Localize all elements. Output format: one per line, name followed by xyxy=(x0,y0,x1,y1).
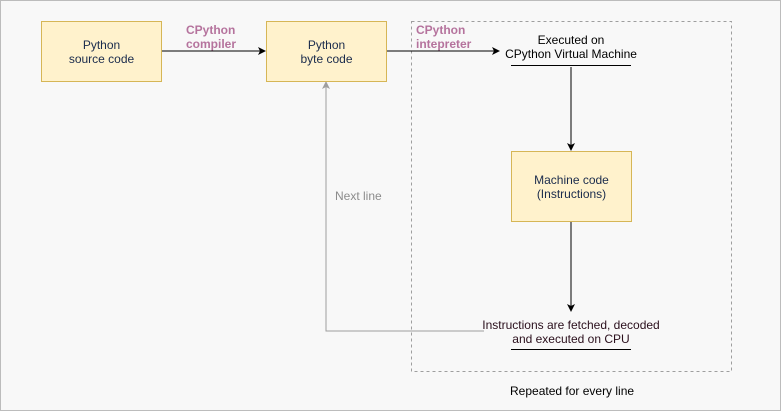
interpreter-label-line2: intepreter xyxy=(416,37,472,51)
interpreter-label: CPython intepreter xyxy=(416,23,471,51)
executed-on-line1: Executed on xyxy=(537,33,605,47)
executed-on-label: Executed on CPython Virtual Machine xyxy=(501,33,641,66)
interpreter-label-line1: CPython xyxy=(416,23,466,37)
byte-code-line1: Python xyxy=(307,37,346,52)
python-source-line1: Python xyxy=(82,37,121,52)
byte-code-node: Python byte code xyxy=(266,21,387,82)
machine-code-line2: (Instructions) xyxy=(536,186,607,201)
compiler-label-line1: CPython xyxy=(186,23,236,37)
executed-on-line2: CPython Virtual Machine xyxy=(505,47,637,61)
instructions-line2: and executed on CPU xyxy=(512,332,630,346)
instructions-line1: Instructions are fetched, decoded xyxy=(482,318,660,332)
instructions-label: Instructions are fetched, decoded and ex… xyxy=(471,318,671,350)
machine-code-line1: Machine code xyxy=(534,172,609,187)
repeat-region xyxy=(411,21,732,372)
compiler-label: CPython compiler xyxy=(186,23,236,51)
machine-code-node: Machine code (Instructions) xyxy=(511,151,632,222)
python-source-line2: source code xyxy=(68,51,135,66)
next-line-arrow xyxy=(322,81,484,332)
byte-code-line2: byte code xyxy=(300,51,353,66)
compiler-label-line2: compiler xyxy=(186,37,237,51)
repeated-label: Repeated for every line xyxy=(510,384,635,398)
next-line-label: Next line xyxy=(335,189,382,203)
python-source-node: Python source code xyxy=(41,21,162,82)
